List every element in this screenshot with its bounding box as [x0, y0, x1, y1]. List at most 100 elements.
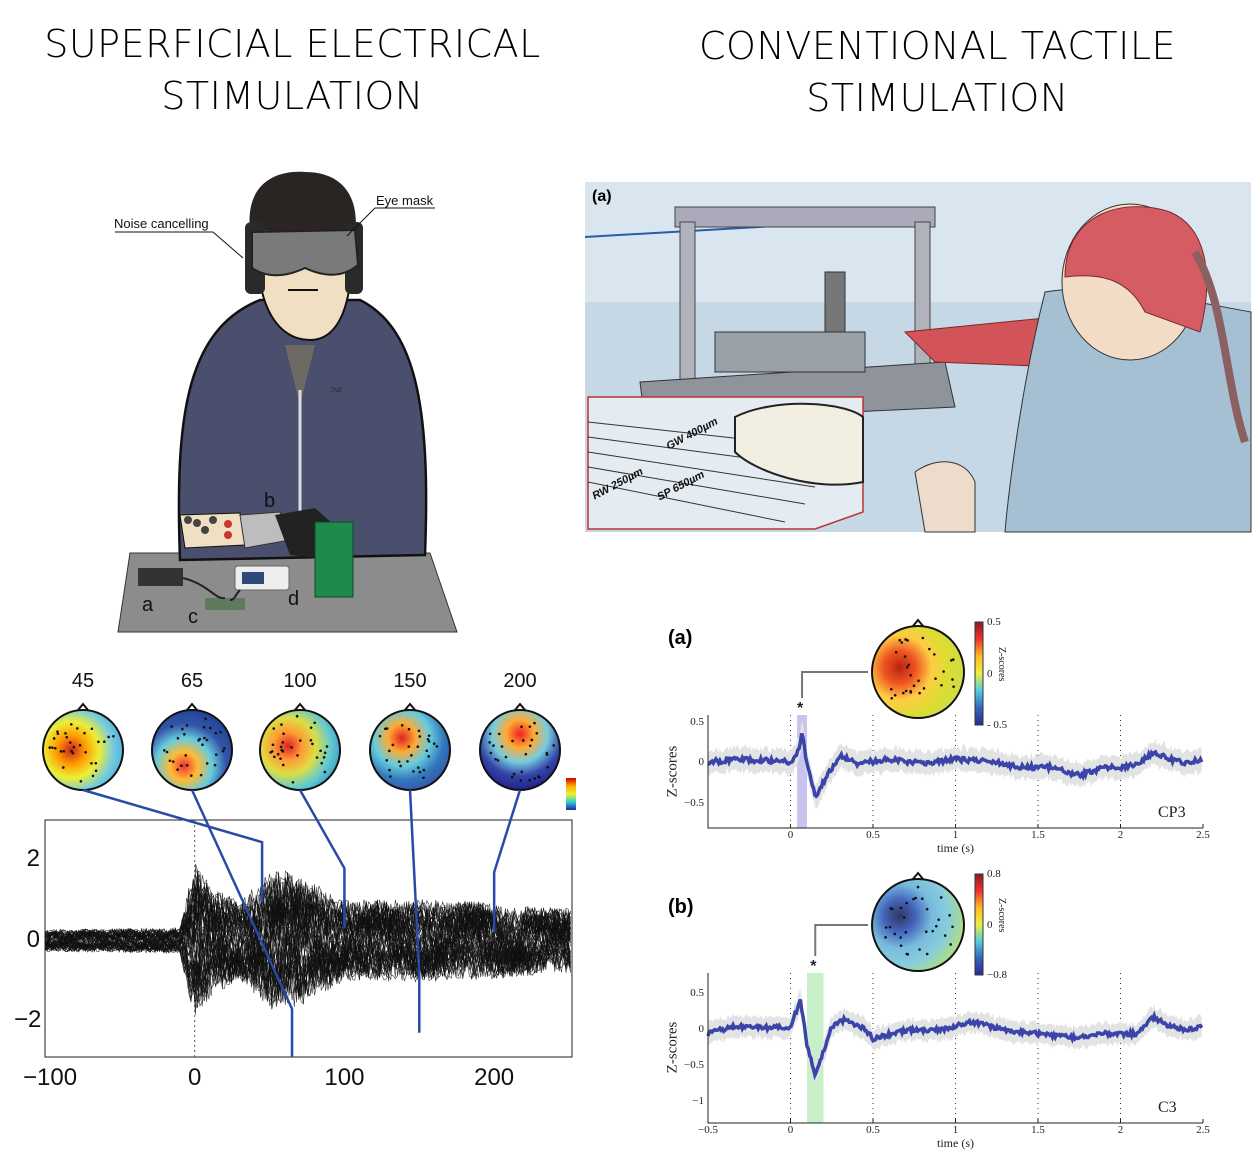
x-tick-label: 2.5: [1196, 829, 1210, 841]
electrode-dot: [406, 760, 409, 763]
electrode-dot: [94, 769, 98, 773]
electrode-dot: [909, 689, 912, 693]
electrode-dot: [939, 896, 943, 899]
eeg-traces: [45, 863, 571, 1015]
significance-star: *: [810, 958, 817, 975]
electrode-dot: [319, 749, 322, 753]
label-c: c: [188, 606, 198, 628]
electrode-dot: [920, 897, 924, 901]
electrode-dot: [902, 691, 905, 695]
electrode-dot: [78, 743, 82, 747]
electrode-dot: [510, 775, 514, 779]
electrode-dot: [323, 751, 327, 755]
colorbar-max: 0.8: [987, 868, 1001, 880]
significance-star: *: [797, 700, 804, 717]
electrode-dot: [890, 687, 893, 691]
electrode-dot: [400, 723, 404, 727]
electrode-dot: [84, 750, 87, 754]
electrode-dot: [426, 738, 430, 741]
x-axis-label: time (s): [937, 841, 974, 855]
electrode-dot: [922, 687, 926, 690]
electrode-dot: [199, 773, 203, 777]
electrode-dot: [56, 732, 60, 736]
electrode-dot: [899, 906, 903, 910]
electrode-dot: [934, 677, 937, 680]
electrode-dot: [905, 901, 908, 905]
y-tick-label: 0: [698, 756, 705, 769]
electrode-dot: [951, 678, 954, 681]
electrode-dot: [528, 778, 531, 782]
x-tick-label: 2: [1117, 1124, 1124, 1136]
electrode-dot: [925, 952, 929, 956]
electrode-dot: [165, 750, 169, 754]
electrode-dot: [943, 934, 947, 937]
topomap-latency-label: 45: [71, 670, 95, 692]
electrode-dot: [214, 753, 218, 756]
electrode-dot: [281, 763, 285, 767]
electrode-dot: [309, 738, 313, 742]
panel-label: (b): [668, 896, 694, 918]
electrode-dot: [325, 745, 329, 748]
electrode-dot: [185, 763, 189, 767]
topomap-connector: [801, 671, 868, 698]
electrode-dot: [290, 746, 293, 749]
subject-illustration: TNE: [115, 171, 458, 633]
electrode-dot: [907, 663, 911, 667]
electrode-dot: [416, 745, 420, 749]
eeg-channel-trace: [45, 880, 571, 996]
electrode-dot: [925, 907, 929, 911]
electrode-dot: [537, 776, 541, 779]
electrode-dot: [488, 732, 492, 736]
electrode-dot: [107, 735, 110, 739]
electrode-dot: [417, 729, 421, 733]
colorbar: [566, 778, 576, 810]
colorbar-mid: 0: [987, 667, 993, 680]
electrode-dot: [893, 932, 896, 936]
electrode-dot: [205, 762, 209, 765]
electrode-dot: [65, 735, 69, 739]
electrode-dot: [385, 727, 389, 730]
latency-connector: [298, 789, 346, 929]
electrode-dot: [909, 673, 912, 677]
nose-icon: [404, 702, 416, 711]
electrode-dot: [315, 756, 319, 759]
y-tick-label: 0: [26, 925, 40, 953]
electrode-dot: [520, 725, 523, 729]
electrode-dot: [397, 760, 401, 764]
sem-band: [708, 720, 1202, 810]
electrode-dot: [313, 721, 316, 725]
nose-icon: [294, 702, 306, 711]
electrode-dot: [905, 666, 909, 669]
colorbar-max: 0.5: [987, 616, 1001, 628]
electrode-dot: [202, 725, 206, 729]
electrode-dot: [279, 745, 283, 749]
electrode-dot: [271, 743, 275, 747]
sem-band: [708, 989, 1202, 1086]
electrode-dot: [320, 761, 323, 765]
x-tick-label: 1: [952, 829, 959, 841]
electrode-dot: [383, 727, 387, 731]
topomap-latency-label: 65: [180, 670, 204, 692]
label-a: a: [142, 594, 154, 616]
electrode-dot: [163, 749, 166, 752]
significance-band: [807, 973, 824, 1123]
electrode-dot: [422, 768, 426, 772]
electrode-dot: [378, 734, 382, 738]
channel-label: C3: [1158, 1099, 1177, 1116]
electrode-dot: [388, 749, 391, 753]
electrode-dot: [933, 653, 936, 656]
left-title: SUPERFICIAL ELECTRICAL STIMULATION: [30, 18, 555, 122]
electrode-dot: [75, 727, 79, 730]
electrode-dot: [884, 926, 888, 929]
x-tick-label: 0.5: [866, 829, 880, 841]
electrode-dot: [214, 731, 218, 735]
electrode-dot: [418, 770, 422, 774]
nose-icon: [912, 871, 924, 880]
x-tick-label: 1: [952, 1124, 959, 1136]
electrode-dot: [489, 751, 493, 755]
topomap-latency-label: 100: [283, 670, 317, 692]
nose-icon: [77, 702, 89, 711]
latency-connector: [492, 789, 522, 933]
electrode-dot: [528, 744, 532, 748]
